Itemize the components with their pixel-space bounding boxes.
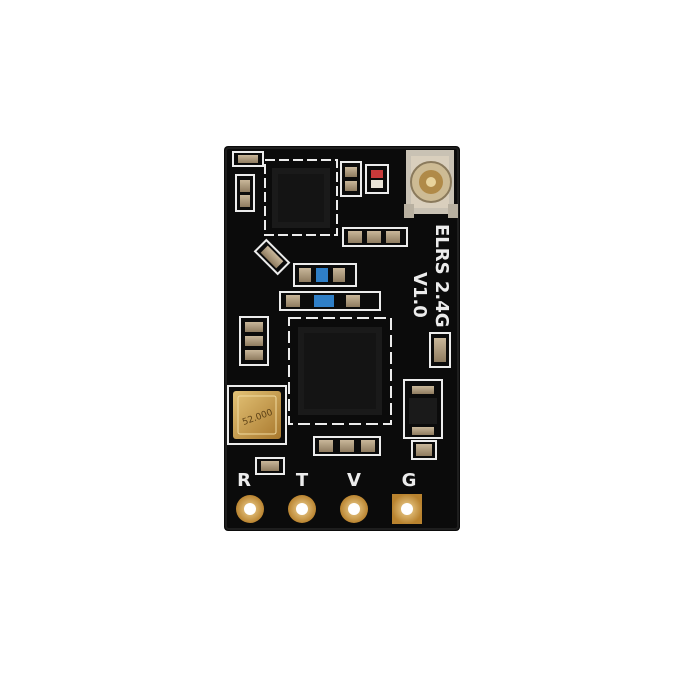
pin-label-t: T (296, 470, 309, 491)
smd-component (253, 238, 291, 276)
pad-g (392, 494, 422, 524)
smd-component (235, 174, 255, 212)
smd-component (279, 291, 381, 311)
top-ic-chip (264, 159, 338, 236)
board-label-line2: V1.0 (409, 272, 430, 318)
pad-v (340, 495, 368, 523)
smd-component (293, 263, 357, 287)
board-label-line1: ELRS 2.4G (431, 224, 452, 328)
board-label: ELRS 2.4G V1.0 (409, 224, 452, 328)
smd-component (313, 436, 381, 456)
pad-r (236, 495, 264, 523)
smd-component (232, 151, 264, 167)
main-mcu-chip (288, 317, 392, 425)
status-led (365, 164, 389, 194)
antenna-connector (404, 150, 458, 218)
crystal-oscillator: 52.000 (227, 385, 287, 445)
voltage-regulator (403, 379, 443, 439)
smd-component (429, 332, 451, 368)
pcb-edge (225, 147, 459, 530)
smd-component (342, 227, 408, 247)
smd-component (340, 161, 362, 197)
smd-component (411, 440, 437, 460)
pin-label-v: V (347, 470, 361, 491)
smd-component (239, 316, 269, 366)
pad-t (288, 495, 316, 523)
smd-component (255, 457, 285, 475)
pin-label-g: G (402, 470, 417, 491)
pin-label-r: R (237, 470, 251, 491)
